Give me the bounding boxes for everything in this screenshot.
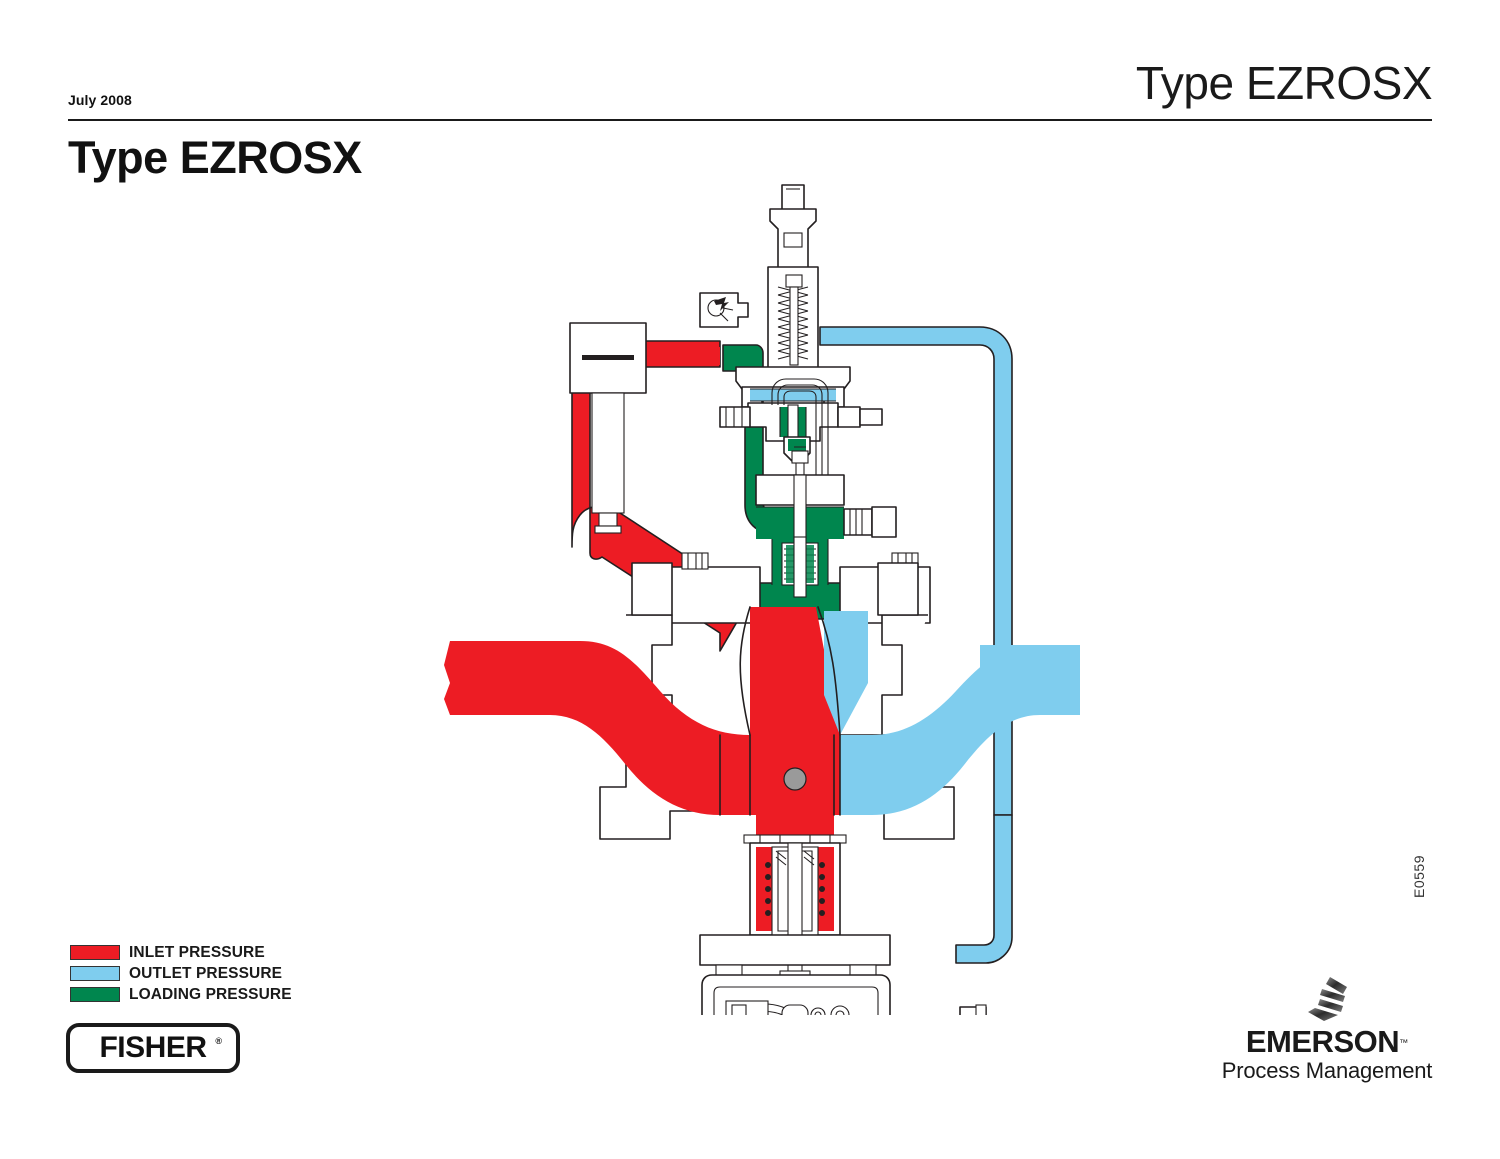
slam-shut-device: [701, 974, 987, 1015]
legend-label-inlet: INLET PRESSURE: [129, 943, 265, 961]
relief-valve-block: [699, 292, 749, 328]
legend-swatch-loading: [70, 987, 120, 1002]
legend-label-loading: LOADING PRESSURE: [129, 985, 292, 1003]
regulator-cutaway-diagram: .ol { fill:none; stroke:#231f20; stroke-…: [420, 175, 1080, 1015]
legend-swatch-inlet: [70, 945, 120, 960]
emerson-wordmark: EMERSON: [1245, 1024, 1400, 1059]
legend-item-inlet: INLET PRESSURE: [70, 942, 292, 963]
fisher-wordmark: FISHER: [99, 1031, 207, 1064]
supply-filter: [569, 322, 647, 534]
emerson-wordmark-row: EMERSON™: [1212, 1026, 1442, 1057]
page-title: Type EZROSX: [68, 132, 362, 183]
figure-reference-number: E0559: [1411, 855, 1427, 898]
fisher-logo: FISHER ®: [66, 1023, 240, 1073]
legend-label-outlet: OUTLET PRESSURE: [129, 964, 283, 982]
header-product-title: Type EZROSX: [1135, 57, 1433, 109]
main-valve-body: [444, 562, 1080, 982]
legend-item-loading: LOADING PRESSURE: [70, 984, 292, 1005]
emerson-diamond-icon: [1303, 975, 1351, 1023]
outlet-sensing-tubing: [819, 326, 1013, 964]
emerson-trademark-mark: ™: [1399, 1037, 1409, 1048]
legend-item-outlet: OUTLET PRESSURE: [70, 963, 292, 984]
emerson-logo: EMERSON™ Process Management: [1212, 975, 1442, 1083]
main-actuator: [669, 378, 931, 624]
fisher-registered-mark: ®: [215, 1036, 222, 1046]
header-divider: [68, 119, 1432, 121]
legend-swatch-outlet: [70, 966, 120, 981]
pilot-supply-stub: [716, 347, 720, 365]
pilot-regulator: [719, 184, 883, 462]
pressure-legend: INLET PRESSURE OUTLET PRESSURE LOADING P…: [70, 942, 292, 1005]
document-date: July 2008: [68, 92, 132, 108]
emerson-tagline: Process Management: [1221, 1058, 1433, 1083]
